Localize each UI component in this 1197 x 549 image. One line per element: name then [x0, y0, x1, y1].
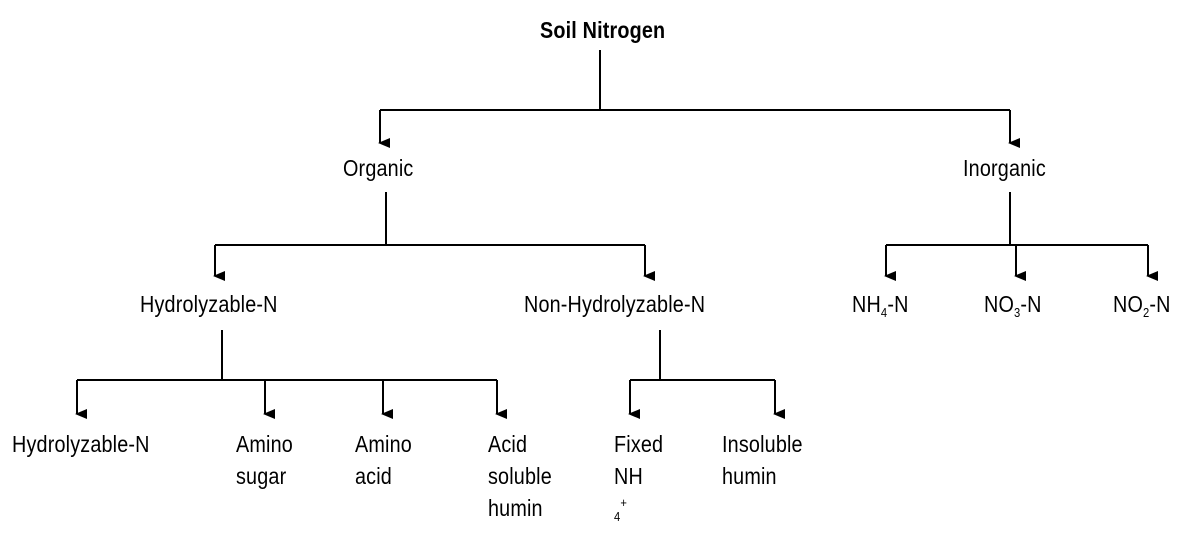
acid-soluble-humin-line3: humin	[488, 495, 543, 521]
amino-sugar-line2: sugar	[236, 463, 287, 489]
node-soil-nitrogen: Soil Nitrogen	[540, 17, 666, 43]
node-inorganic: Inorganic	[963, 155, 1046, 181]
acid-soluble-humin-line2: soluble	[488, 463, 552, 489]
insoluble-humin-line1: Insoluble	[722, 431, 803, 457]
amino-acid-line1: Amino	[355, 431, 412, 457]
node-nh4-n: NH4-N	[852, 291, 909, 320]
amino-sugar-line1: Amino	[236, 431, 293, 457]
node-amino-acid: Amino acid	[355, 428, 412, 492]
node-hydrolyzable-n-leaf: Hydrolyzable-N	[12, 431, 150, 457]
amino-acid-line2: acid	[355, 463, 392, 489]
node-hydrolyzable-n: Hydrolyzable-N	[140, 291, 278, 317]
node-organic: Organic	[343, 155, 414, 181]
node-no2-n: NO2-N	[1113, 291, 1171, 320]
node-non-hydrolyzable-n: Non-Hydrolyzable-N	[524, 291, 706, 317]
fixed-nh4-line1: Fixed	[614, 431, 664, 457]
acid-soluble-humin-line1: Acid	[488, 431, 528, 457]
node-no3-n: NO3-N	[984, 291, 1042, 320]
node-acid-soluble-humin: Acid soluble humin	[488, 428, 552, 524]
insoluble-humin-line2: humin	[722, 463, 777, 489]
node-insoluble-humin: Insoluble humin	[722, 428, 803, 492]
node-amino-sugar: Amino sugar	[236, 428, 293, 492]
